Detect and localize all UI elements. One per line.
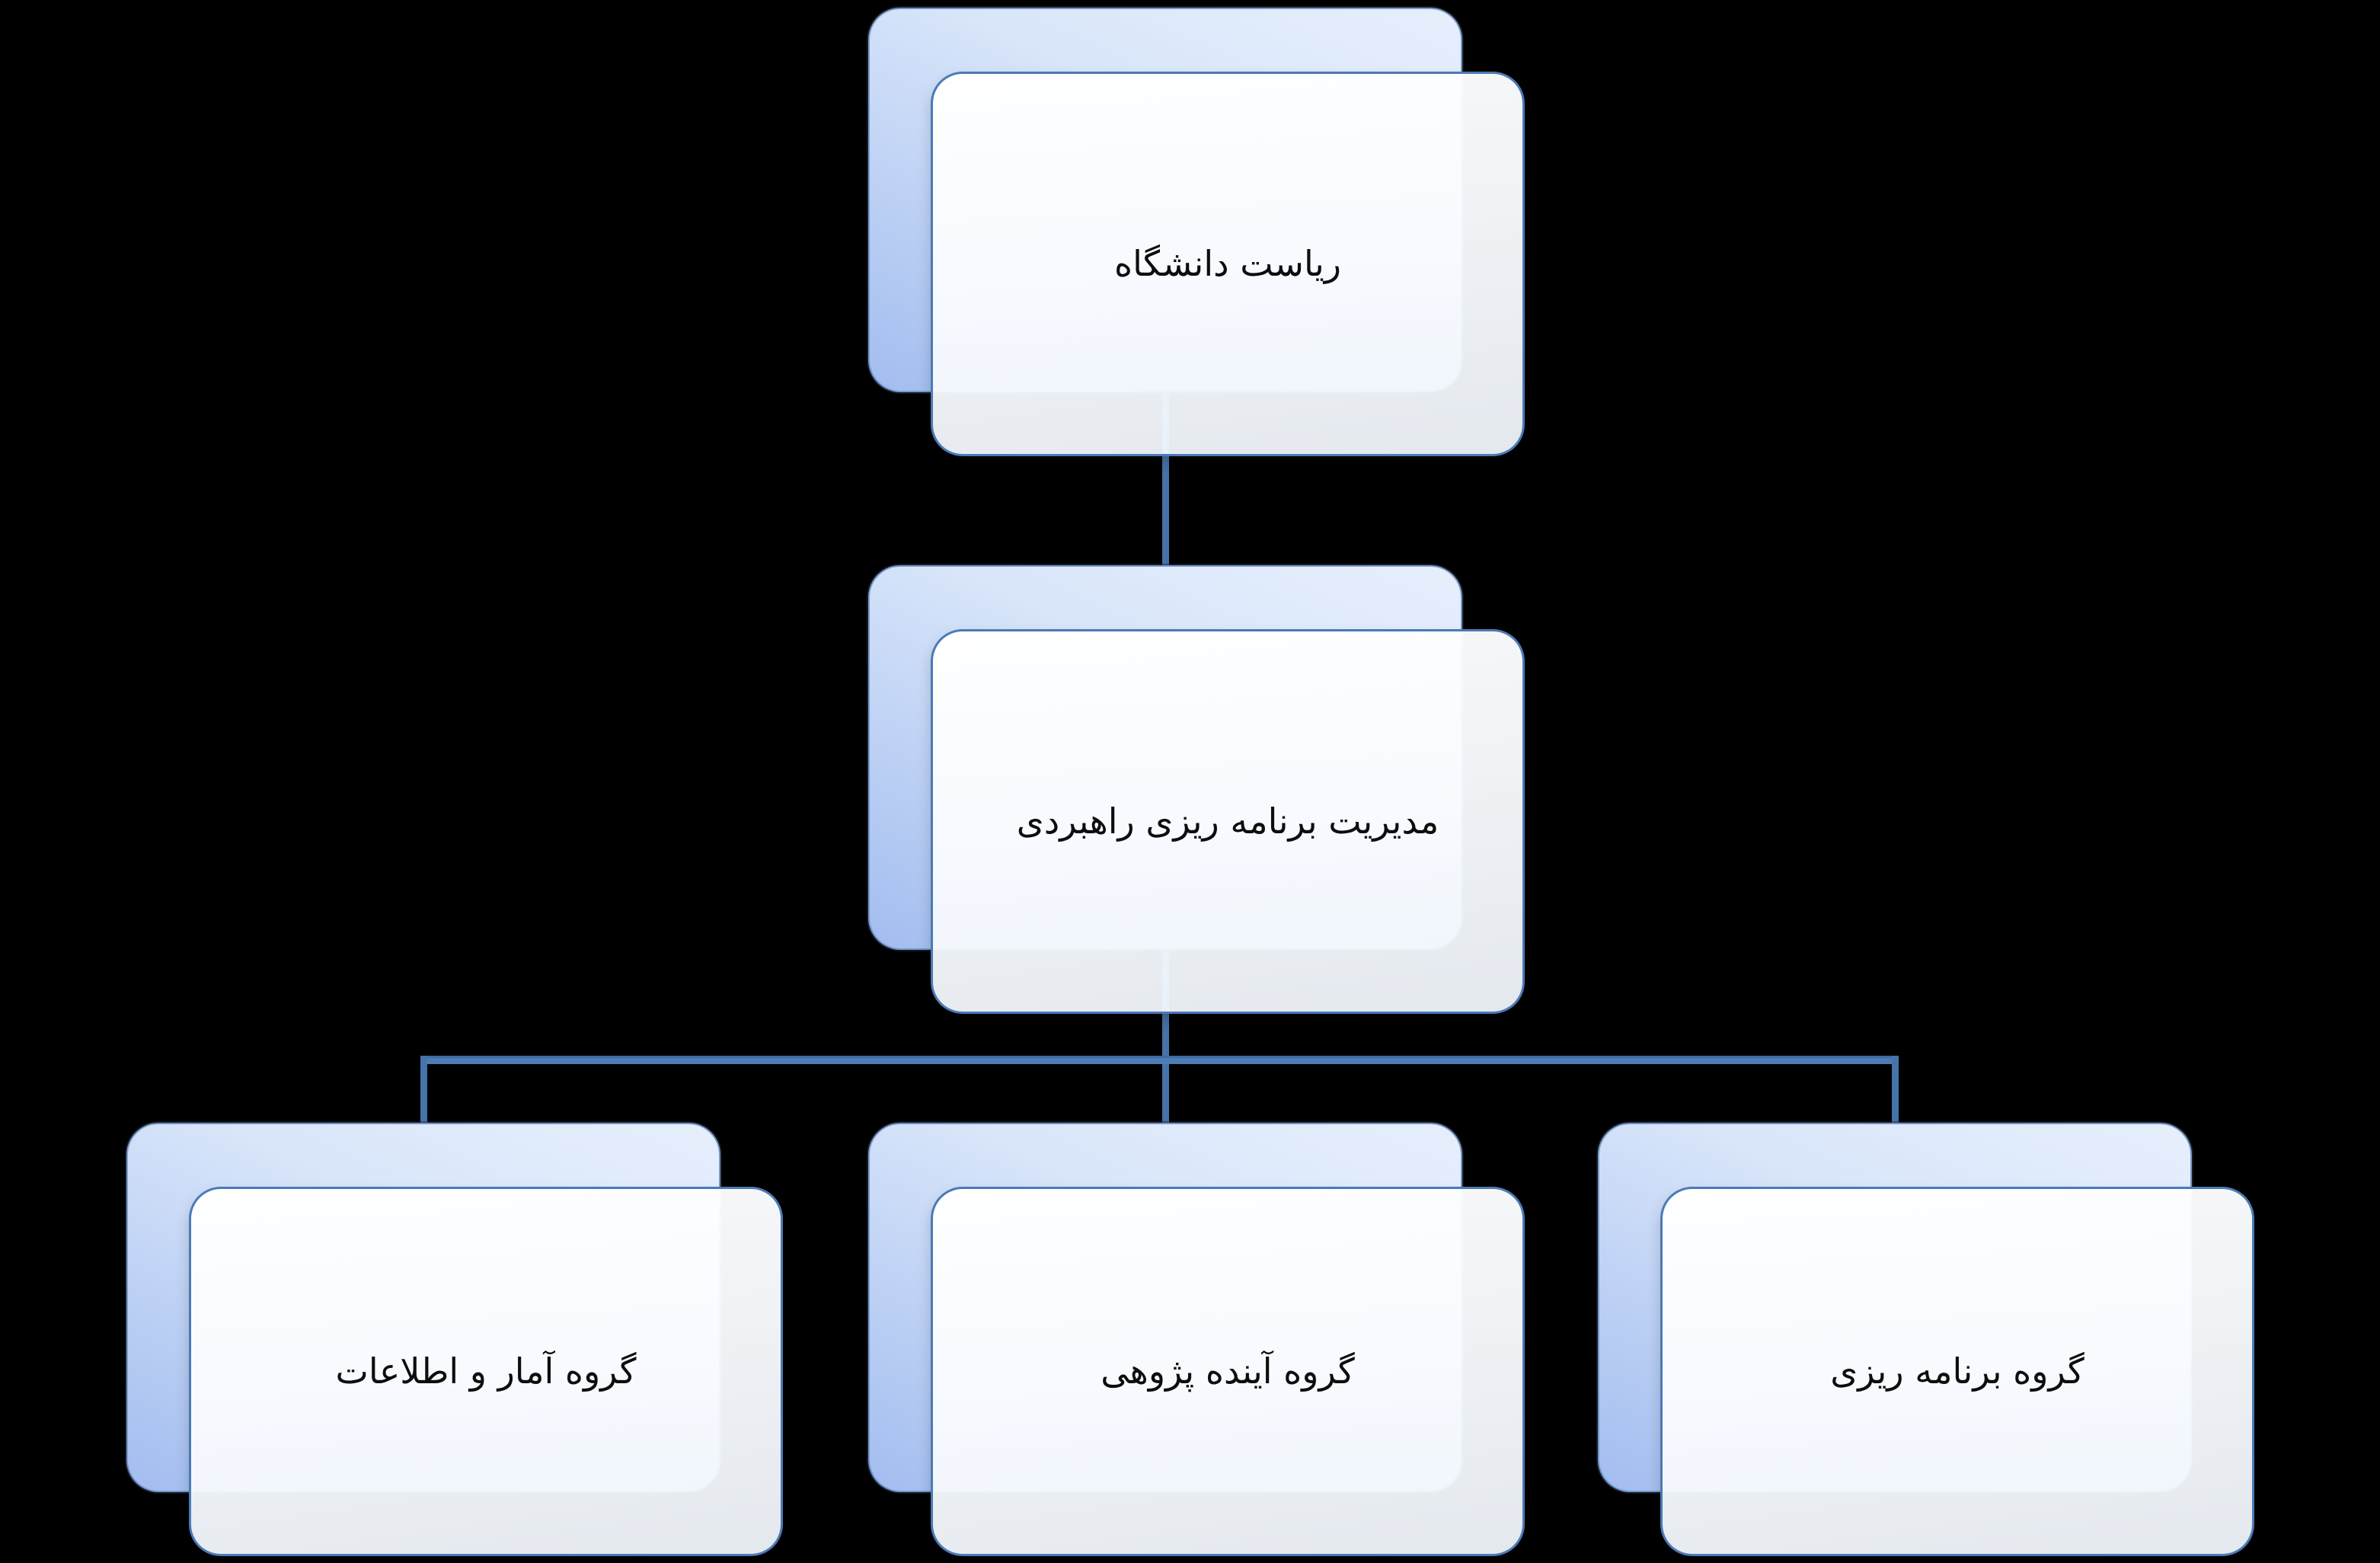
- connector-manager-to-center-child: [1162, 945, 1169, 1133]
- connector-drop-left-child: [420, 1056, 427, 1130]
- node-front-card: مدیریت برنامه ریزی راهبردی: [931, 629, 1525, 1014]
- node-front-card: گروه آینده پژوهی: [931, 1187, 1525, 1556]
- node-front-card: گروه آمار و اطلاعات: [189, 1187, 783, 1556]
- node-label: گروه آینده پژوهی: [1101, 1350, 1355, 1392]
- connector-root-to-manager: [1162, 387, 1169, 570]
- connector-horizontal-rail: [420, 1056, 1899, 1064]
- node-front-card: گروه برنامه ریزی: [1660, 1187, 2254, 1556]
- node-front-card: ریاست دانشگاه: [931, 72, 1525, 456]
- connector-drop-right-child: [1892, 1056, 1899, 1130]
- node-label: گروه آمار و اطلاعات: [335, 1350, 637, 1392]
- node-label: گروه برنامه ریزی: [1830, 1350, 2084, 1392]
- node-label: ریاست دانشگاه: [1114, 243, 1341, 285]
- node-label: مدیریت برنامه ریزی راهبردی: [1016, 801, 1439, 842]
